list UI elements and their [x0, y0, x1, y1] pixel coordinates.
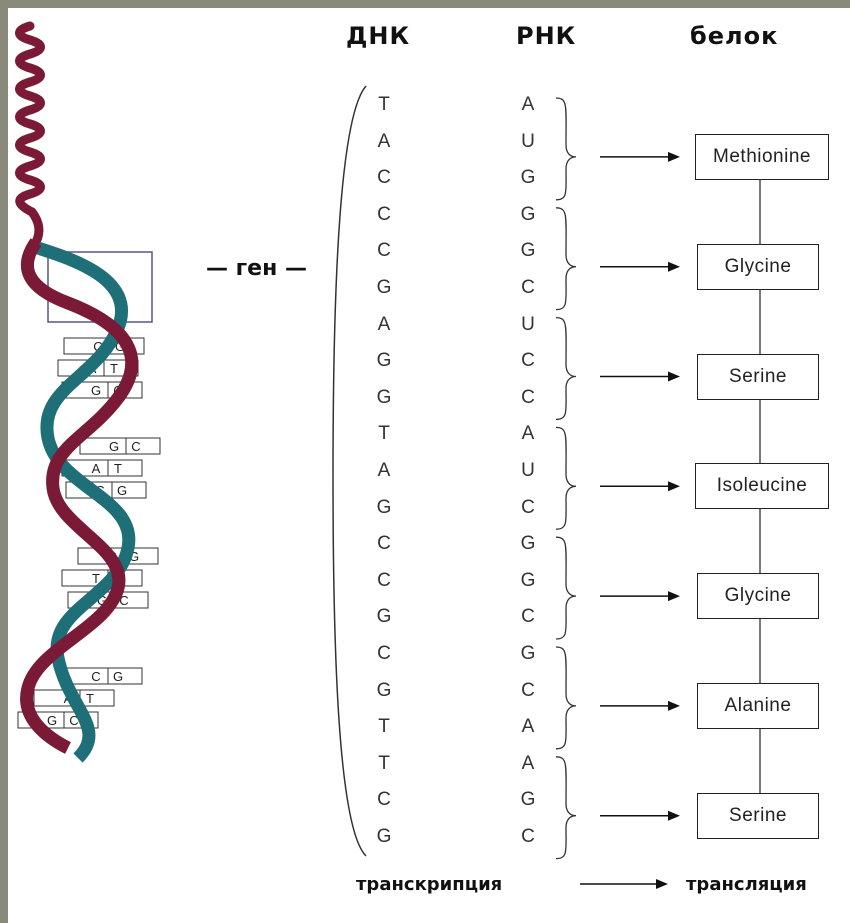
protein-box-alanine: Alanine — [697, 683, 819, 729]
codon-brace — [556, 647, 576, 749]
codon-brace — [556, 427, 576, 529]
protein-box-isoleucine: Isoleucine — [695, 463, 829, 509]
protein-box-glycine: Glycine — [697, 573, 819, 619]
arrow-head — [668, 262, 680, 272]
translation-label: трансляция — [686, 874, 807, 895]
protein-box-serine: Serine — [697, 354, 819, 400]
arrow-head — [668, 372, 680, 382]
codon-brace — [556, 208, 576, 310]
process-arrow-head — [656, 879, 668, 889]
codon-brace — [556, 757, 576, 859]
protein-box-glycine: Glycine — [697, 244, 819, 290]
protein-box-serine: Serine — [697, 793, 819, 839]
dna-parenthesis — [333, 86, 366, 856]
codon-brace — [556, 98, 576, 200]
arrow-head — [668, 591, 680, 601]
arrow-head — [668, 811, 680, 821]
codon-brace — [556, 318, 576, 420]
codon-brace — [556, 537, 576, 639]
arrow-head — [668, 152, 680, 162]
arrow-head — [668, 701, 680, 711]
protein-box-methionine: Methionine — [695, 134, 829, 180]
arrow-head — [668, 481, 680, 491]
transcription-label: транскрипция — [356, 874, 502, 895]
